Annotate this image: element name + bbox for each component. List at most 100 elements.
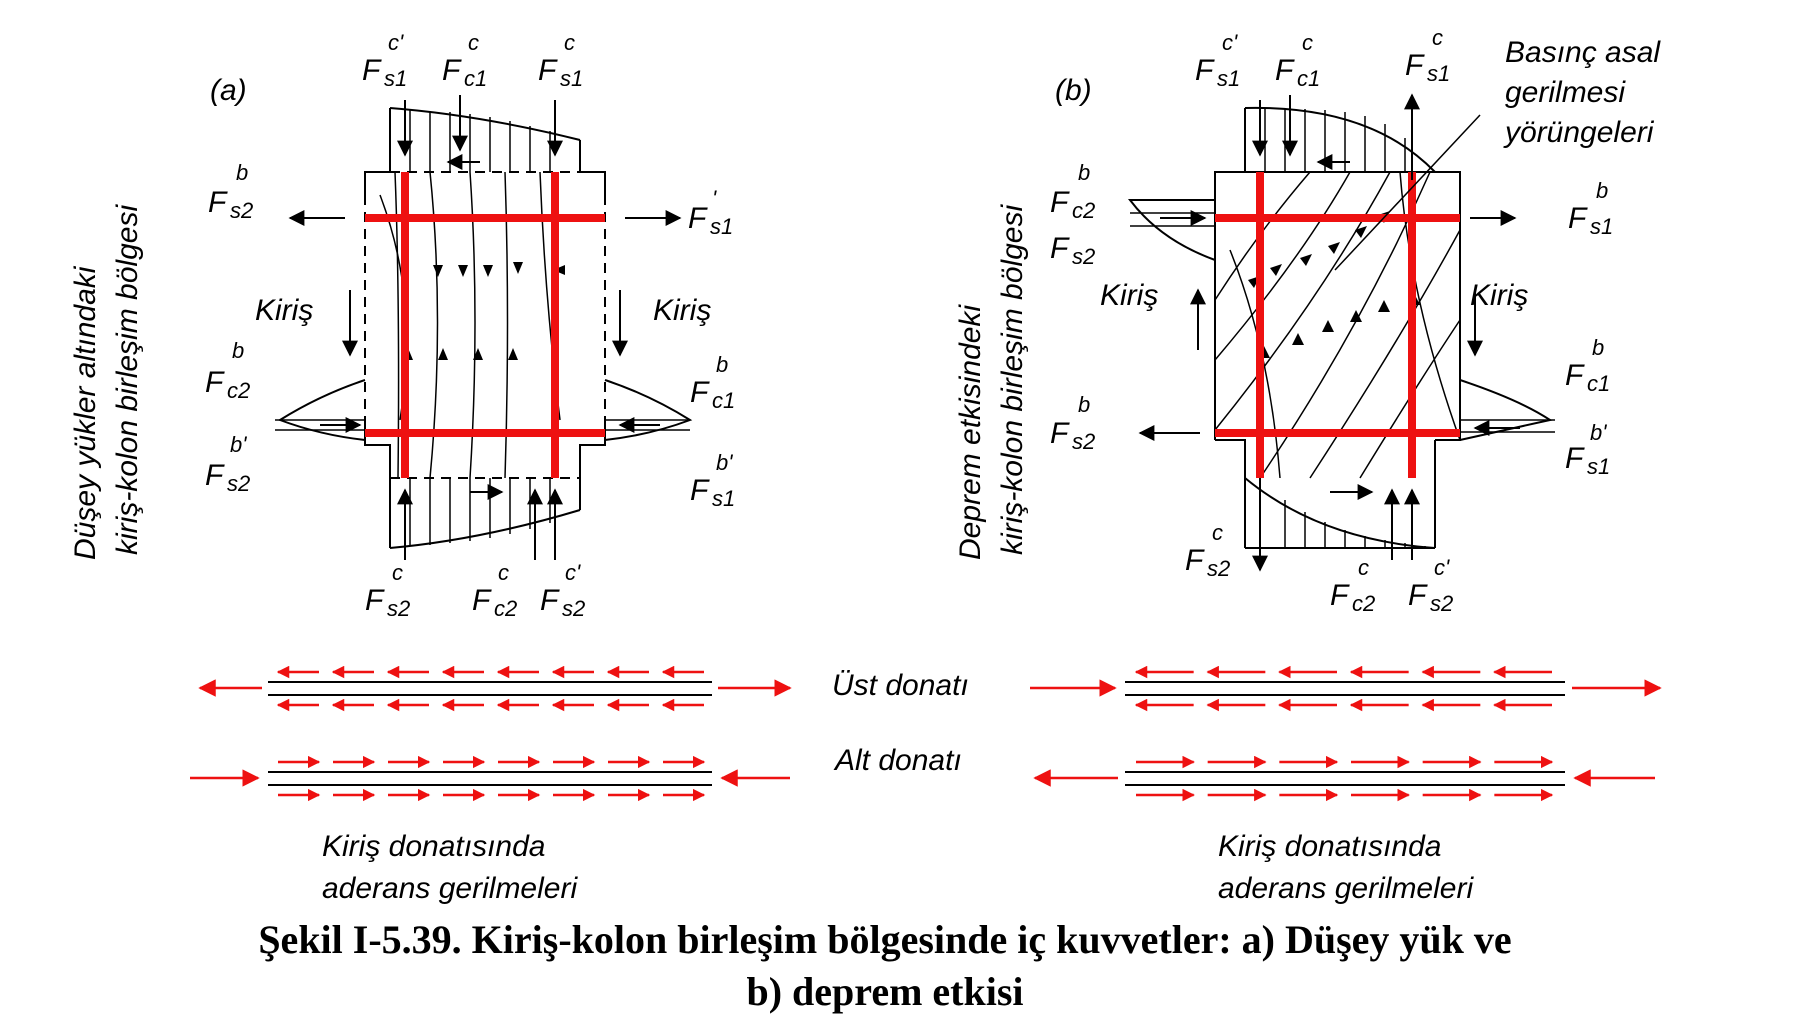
panel-b-bond-caption: Kiriş donatısında aderans gerilmeleri xyxy=(1218,830,1474,905)
svg-text:c': c' xyxy=(565,560,581,585)
panel-b-beam-right-label: Kiriş xyxy=(1470,279,1528,312)
panel-a-force-right-mid: F c1 b xyxy=(690,352,735,413)
svg-text:s2: s2 xyxy=(1430,591,1453,616)
svg-text:F: F xyxy=(472,584,492,617)
svg-text:c': c' xyxy=(388,30,404,55)
panel-a-force-left-mid: F c2 b xyxy=(205,338,250,403)
panel-a-bond-caption: Kiriş donatısında aderans gerilmeleri xyxy=(322,830,578,905)
svg-text:b: b xyxy=(1596,178,1608,203)
panel-b-side-title: Deprem etkisindeki kiriş-kolon birleşim … xyxy=(954,204,1029,560)
svg-text:s2: s2 xyxy=(562,596,585,621)
svg-text:b: b xyxy=(232,338,244,363)
figure-caption: Şekil I-5.39. Kiriş-kolon birleşim bölge… xyxy=(258,917,1511,1014)
svg-text:F: F xyxy=(1275,54,1295,87)
svg-text:F: F xyxy=(1050,232,1070,265)
panel-a-tag: (a) xyxy=(210,74,247,107)
figure-caption-line1: Şekil I-5.39. Kiriş-kolon birleşim bölge… xyxy=(258,917,1511,962)
panel-a-side-title: Düşey yükler altındaki kiriş-kolon birle… xyxy=(69,204,144,560)
svg-text:s1: s1 xyxy=(712,486,735,511)
svg-text:F: F xyxy=(205,459,225,492)
svg-text:F: F xyxy=(538,54,558,87)
svg-text:': ' xyxy=(712,186,717,211)
panel-b-force-right-top: F s1 b xyxy=(1568,178,1613,239)
svg-text:s1: s1 xyxy=(1217,66,1240,91)
svg-text:c: c xyxy=(1302,30,1313,55)
svg-text:s2: s2 xyxy=(227,471,250,496)
svg-text:c: c xyxy=(564,30,575,55)
panel-b-principal-note-line2: gerilmesi xyxy=(1505,76,1626,109)
svg-text:c: c xyxy=(498,560,509,585)
svg-text:c1: c1 xyxy=(464,66,487,91)
panel-b-force-bot3: F s2 c' xyxy=(1408,555,1453,616)
panel-a-side-title-line2: kiriş-kolon birleşim bölgesi xyxy=(111,204,144,555)
panel-b-side-title-line2: kiriş-kolon birleşim bölgesi xyxy=(996,204,1029,555)
svg-text:s1: s1 xyxy=(1590,214,1613,239)
panel-b-force-left-top: F c2 b xyxy=(1050,160,1095,223)
svg-text:F: F xyxy=(362,54,382,87)
svg-text:c1: c1 xyxy=(1587,371,1610,396)
svg-text:c1: c1 xyxy=(1297,66,1320,91)
panel-a-side-title-line1: Düşey yükler altındaki xyxy=(69,265,102,560)
svg-text:c: c xyxy=(392,560,403,585)
panel-a-force-left-top: F s2 b xyxy=(208,160,253,223)
bond-stress-ticks xyxy=(276,665,1554,802)
svg-text:c2: c2 xyxy=(1352,591,1375,616)
svg-text:F: F xyxy=(1330,579,1350,612)
panel-a-bond-caption-line2: aderans gerilmeleri xyxy=(322,872,578,905)
panel-b: (b) Deprem etkisindeki kiriş-kolon birle… xyxy=(954,25,1661,616)
svg-text:c2: c2 xyxy=(227,378,250,403)
panel-b-force-top1: F s1 c' xyxy=(1195,30,1240,91)
svg-text:c2: c2 xyxy=(494,596,517,621)
svg-text:F: F xyxy=(1405,49,1425,82)
svg-text:b': b' xyxy=(230,432,247,457)
svg-text:b: b xyxy=(1078,392,1090,417)
panel-a-force-top3: F s1 c xyxy=(538,30,583,91)
svg-text:s2: s2 xyxy=(387,596,410,621)
svg-text:F: F xyxy=(1565,442,1585,475)
svg-text:F: F xyxy=(1565,359,1585,392)
svg-text:F: F xyxy=(365,584,385,617)
svg-text:s1: s1 xyxy=(1427,61,1450,86)
panel-b-beam-left-label: Kiriş xyxy=(1100,279,1158,312)
svg-text:F: F xyxy=(1185,544,1205,577)
panel-b-force-right-bot: F s1 b' xyxy=(1565,420,1610,479)
svg-text:s2: s2 xyxy=(230,198,253,223)
svg-text:c2: c2 xyxy=(1072,198,1095,223)
panel-a-force-bot2: F c2 c xyxy=(472,560,517,621)
panel-b-principal-note-line3: yörüngeleri xyxy=(1503,116,1655,149)
svg-text:F: F xyxy=(1568,202,1588,235)
svg-text:F: F xyxy=(1408,579,1428,612)
svg-text:c: c xyxy=(468,30,479,55)
svg-text:s2: s2 xyxy=(1072,429,1095,454)
panel-a-force-right-top: F s1 ' xyxy=(688,186,733,239)
svg-text:F: F xyxy=(690,474,710,507)
panel-b-force-left-bot: F s2 b xyxy=(1050,392,1095,454)
svg-text:b: b xyxy=(236,160,248,185)
svg-text:c: c xyxy=(1212,520,1223,545)
svg-text:s1: s1 xyxy=(1587,454,1610,479)
panel-a-force-right-bot: F s1 b' xyxy=(690,450,735,511)
panel-b-force-bot1: F s2 c xyxy=(1185,520,1230,581)
svg-text:c': c' xyxy=(1222,30,1238,55)
svg-text:b: b xyxy=(1592,335,1604,360)
panel-a: (a) Düşey yükler altındaki kiriş-kolon b… xyxy=(69,30,735,621)
panel-b-force-bot2: F c2 c xyxy=(1330,555,1375,616)
svg-text:F: F xyxy=(205,366,225,399)
panel-b-force-right-mid: F c1 b xyxy=(1565,335,1610,396)
bond-bars xyxy=(190,665,1662,802)
panel-a-bottom-bar xyxy=(190,769,790,787)
panel-a-force-left-bot: F s2 b' xyxy=(205,432,250,496)
svg-text:c: c xyxy=(1358,555,1369,580)
svg-text:s1: s1 xyxy=(384,66,407,91)
svg-text:s1: s1 xyxy=(710,214,733,239)
panel-b-bond-caption-line2: aderans gerilmeleri xyxy=(1218,872,1474,905)
svg-text:F: F xyxy=(442,54,462,87)
panel-b-tag: (b) xyxy=(1055,74,1092,107)
panel-b-principal-note-line1: Basınç asal xyxy=(1505,36,1661,69)
svg-text:b: b xyxy=(1078,160,1090,185)
panel-b-bond-caption-line1: Kiriş donatısında xyxy=(1218,830,1441,863)
svg-text:s2: s2 xyxy=(1072,244,1095,269)
bottom-bar-label: Alt donatı xyxy=(833,744,962,777)
panel-a-beam-right-label: Kiriş xyxy=(653,294,711,327)
